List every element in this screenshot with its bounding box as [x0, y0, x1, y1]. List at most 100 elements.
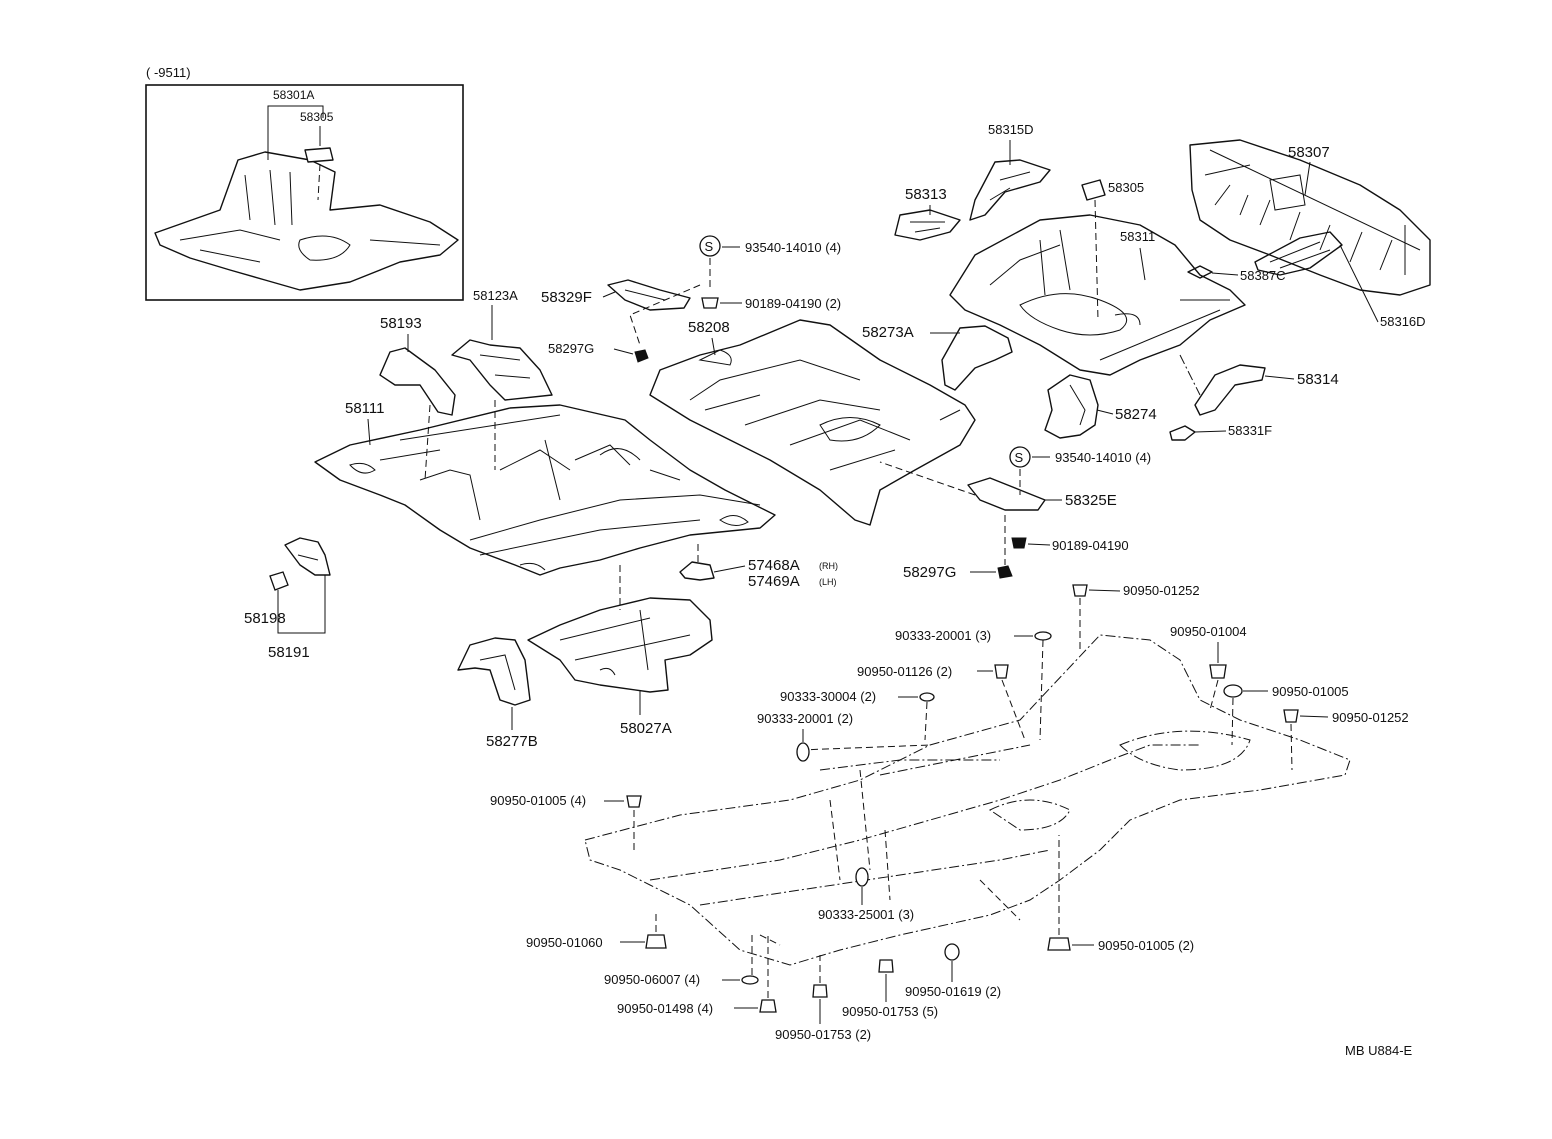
- diagram-reference-code: MB U884-E: [1345, 1043, 1413, 1058]
- part-58316d-shape: [1254, 231, 1343, 276]
- label-58325e: 58325E: [1065, 492, 1117, 509]
- label-90950-01060: 90950-01060: [526, 935, 603, 950]
- part-58027a-detail: [559, 609, 691, 676]
- inset-dash-58305: [317, 163, 321, 201]
- part-58191-shape: [284, 537, 331, 576]
- leader-58274: [1096, 409, 1114, 415]
- clip-90950-01753-5: 90950-01753 (5): [842, 959, 938, 1019]
- leader-58311: [1139, 247, 1146, 281]
- rear-floor-detail: [989, 229, 1230, 361]
- inset-58305-part: [304, 147, 334, 163]
- dash-90950-01126: [1001, 679, 1026, 741]
- clip-90950-01498-shape: [759, 999, 777, 1013]
- label-57469a: 57469A: [748, 573, 800, 590]
- part-58277b: 58277B: [457, 637, 538, 750]
- part-58305-shape: [1081, 179, 1106, 201]
- label-58027a: 58027A: [620, 720, 672, 737]
- label-58313: 58313: [905, 186, 947, 203]
- part-58325e-shape: [967, 477, 1046, 511]
- label-58311: 58311: [1120, 229, 1155, 244]
- clip-90950-06007-shape: [741, 975, 759, 985]
- label-90950-01126: 90950-01126 (2): [857, 664, 952, 679]
- part-58274-shape: [1044, 374, 1099, 439]
- part-58316d: 58316D: [1254, 231, 1426, 329]
- label-58305: 58305: [1108, 180, 1144, 195]
- rear-panel-outline: [1189, 139, 1431, 296]
- label-58315d: 58315D: [988, 122, 1034, 137]
- clip-90950-01753-5-shape: [878, 959, 894, 973]
- label-90950-01619: 90950-01619 (2): [905, 984, 1001, 999]
- clip-90950-01753-2: 90950-01753 (2): [775, 955, 871, 1042]
- inset-frame: [145, 84, 464, 301]
- label-58329f: 58329F: [541, 289, 592, 306]
- label-93540-mid: 93540-14010 (4): [1055, 450, 1151, 465]
- bracket-58315d: 58315D: [969, 122, 1051, 221]
- part-57468a: 57468A (RH) 57469A (LH): [679, 540, 838, 590]
- center-floor-outline: [649, 319, 976, 526]
- part-58325e: 58325E: [879, 461, 1117, 511]
- front-floor-outline: [314, 404, 776, 576]
- clip-90950-01252-a-shape: [1072, 584, 1088, 597]
- clip-90950-06007: 90950-06007 (4): [604, 935, 759, 987]
- label-57469a-side: (LH): [819, 577, 837, 587]
- part-58123a-shape: [451, 339, 553, 401]
- leader-58316d: [1339, 244, 1379, 323]
- bracket-58313-shape: [894, 209, 961, 241]
- label-58316d: 58316D: [1380, 314, 1426, 329]
- inset-floor-pan: [154, 151, 459, 291]
- clip-90950-01005-4-shape: [626, 795, 642, 808]
- part-57468a-shape: [679, 561, 715, 581]
- sfx-symbol-mid: S: [1015, 450, 1024, 465]
- bolt-90189: 90189-04190: [1004, 515, 1129, 565]
- label-58297g-a: 58297G: [548, 341, 594, 356]
- part-58027a-shape: [527, 597, 713, 693]
- clip-90950-01060-shape: [645, 934, 667, 949]
- front-floor-58111: 58111: [314, 400, 776, 576]
- label-58277b: 58277B: [486, 733, 538, 750]
- bolt-90189-2: 90189-04190 (2): [701, 296, 841, 311]
- clip-90950-01126: 90950-01126 (2): [857, 664, 1026, 741]
- clip-90950-01619: 90950-01619 (2): [905, 943, 1001, 999]
- silencer-guides: [759, 744, 1021, 946]
- part-58274-detail: [1069, 384, 1086, 426]
- floor-silencer: [584, 634, 1351, 966]
- clip-90333-20001-3: 90333-20001 (3): [895, 628, 1052, 741]
- part-58387c: 58387C: [1187, 265, 1286, 283]
- clip-90333-30004: 90333-30004 (2): [780, 689, 935, 741]
- dash-58325e: [879, 461, 976, 496]
- label-90333-30004: 90333-30004 (2): [780, 689, 876, 704]
- part-58329f-detail: [624, 289, 666, 301]
- label-58331f: 58331F: [1228, 423, 1272, 438]
- part-58191: 58198 58191: [244, 537, 331, 661]
- label-58123a: 58123A: [473, 288, 518, 303]
- bracket-58313: 58313: [894, 186, 961, 241]
- part-58316d-detail: [1269, 241, 1331, 269]
- label-90189-2: 90189-04190 (2): [745, 296, 841, 311]
- rear-panel-58307: 58307: [1189, 139, 1431, 296]
- part-58191-detail: [297, 554, 319, 561]
- rear-panel-detail: [1204, 149, 1421, 275]
- label-58297g-b: 58297G: [903, 564, 956, 581]
- label-90333-20001-3: 90333-20001 (3): [895, 628, 991, 643]
- label-90950-01753-5: 90950-01753 (5): [842, 1004, 938, 1019]
- label-58208: 58208: [688, 319, 730, 336]
- clip-90333-20001-3-shape: [1034, 631, 1052, 641]
- sfx-circle-mid: [1009, 446, 1031, 468]
- leader-58314: [1264, 375, 1295, 380]
- label-90333-20001-2: 90333-20001 (2): [757, 711, 853, 726]
- part-58277b-shape: [457, 637, 531, 706]
- label-58191: 58191: [268, 644, 310, 661]
- inset-range-label: ( -9511): [146, 65, 191, 80]
- inset-variant: ( -9511) 58301A 58305: [145, 65, 464, 301]
- dash-90333-30004: [924, 701, 928, 741]
- bracket-58315d-shape: [969, 159, 1051, 221]
- part-58297g-a: 58297G: [548, 341, 649, 363]
- bolt-90189-2-head: [701, 297, 719, 309]
- leader-58111: [367, 418, 371, 446]
- clip-90950-01005-a-shape: [1223, 684, 1243, 698]
- sfx-group-mid: S 93540-14010 (4): [1009, 446, 1151, 495]
- leader-58331f: [1194, 430, 1227, 433]
- label-90950-06007: 90950-06007 (4): [604, 972, 700, 987]
